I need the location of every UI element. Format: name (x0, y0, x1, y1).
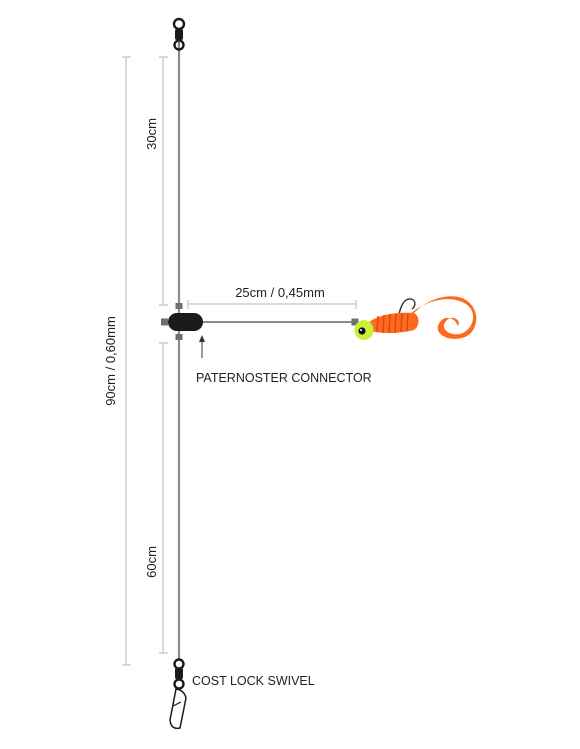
dropper-label: 25cm / 0,45mm (235, 285, 325, 300)
twister-lure-icon (351, 296, 477, 340)
dimension-upper (159, 56, 168, 306)
main-line-label: 90cm / 0,60mm (103, 316, 118, 406)
cost-lock-swivel-icon (169, 658, 187, 730)
swivel-icon (172, 17, 186, 51)
connector-label: PATERNOSTER CONNECTOR (196, 371, 372, 385)
bottom-swivel-label: COST LOCK SWIVEL (192, 674, 315, 688)
dimension-lower (159, 342, 168, 654)
upper-section-label: 30cm (144, 118, 159, 150)
dimension-dropper (187, 300, 357, 309)
paternoster-connector-icon (161, 303, 203, 340)
dimension-total (122, 56, 131, 666)
connector-arrow (199, 335, 205, 358)
lower-section-label: 60cm (144, 546, 159, 578)
